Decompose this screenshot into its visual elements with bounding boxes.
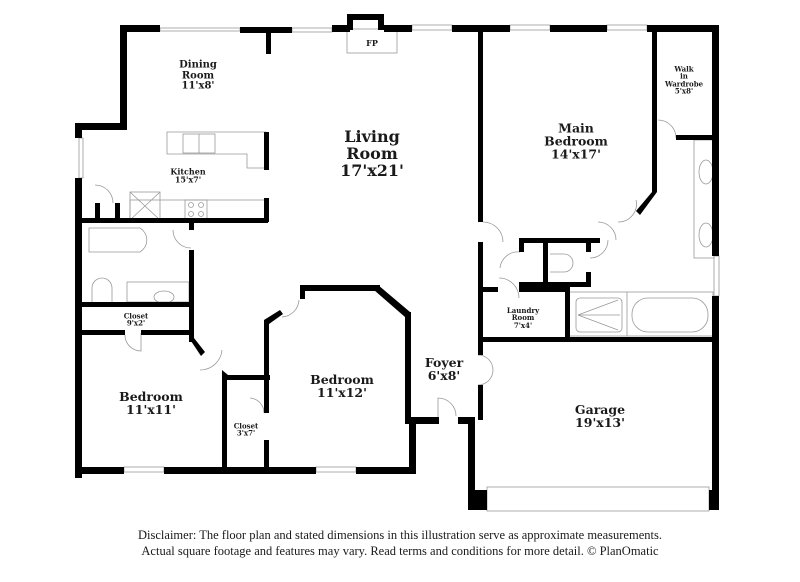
laundry-dims: 7'x4' (513, 320, 533, 330)
wardrobe-name-1: Walk (674, 64, 694, 74)
room-label-closet-hall: Closet 9'x2' (123, 311, 149, 328)
kitchen-name: Kitchen (170, 166, 206, 177)
dining-name-1: Dining (179, 59, 217, 71)
disclaimer-line-2: Actual square footage and features may v… (141, 544, 659, 558)
wardrobe-dims: 5'x8' (674, 86, 694, 96)
room-label-laundry: Laundry Room 7'x4' (507, 307, 539, 329)
garage-dims: 19'x13' (575, 415, 625, 430)
closet-hall-name: Closet (123, 311, 149, 321)
dining-name-2: Room (181, 69, 215, 81)
room-label-dining: Dining Room 11'x8' (179, 60, 217, 92)
laundry-name-1: Laundry (506, 305, 540, 315)
closet-small-name: Closet (233, 421, 259, 431)
room-label-living: Living Room 17'x21' (340, 126, 404, 180)
main-bedroom-name-1: Main (558, 120, 594, 136)
room-label-walk-in-wardrobe: Walk in Wardrobe 5'x8' (664, 64, 704, 96)
garage-name: Garage (574, 401, 626, 417)
room-label-kitchen: Kitchen 15'x7' (170, 166, 206, 185)
closet-hall-dims: 9'x2' (126, 319, 146, 328)
room-label-main-bedroom: Main Bedroom 14'x17' (544, 120, 608, 162)
bedroom-2-name: Bedroom (310, 371, 374, 387)
walls (75, 14, 719, 510)
room-label-bedroom-2: Bedroom 11'x12' (310, 373, 374, 399)
foyer-name: Foyer (424, 354, 464, 370)
bedroom-2-dims: 11'x12' (317, 385, 367, 400)
bedroom-1-dims: 11'x11' (126, 402, 176, 417)
living-name-1: Living (344, 126, 400, 146)
room-label-foyer: Foyer 6'x8' (425, 356, 463, 382)
closet-small-dims: 3'x7' (236, 429, 256, 438)
living-dims: 17'x21' (340, 160, 404, 180)
bedroom-1-name: Bedroom (119, 388, 183, 404)
laundry-name-2: Room (511, 313, 535, 323)
dining-dims: 11'x8' (181, 80, 215, 92)
room-label-garage: Garage 19'x13' (575, 403, 625, 429)
disclaimer: Disclaimer: The floor plan and stated di… (0, 527, 800, 559)
room-label-closet-small: Closet 3'x7' (233, 421, 259, 438)
disclaimer-line-1: Disclaimer: The floor plan and stated di… (138, 528, 662, 542)
living-name-2: Room (346, 143, 398, 163)
room-label-bedroom-1: Bedroom 11'x11' (119, 390, 183, 416)
kitchen-dims: 15'x7' (174, 175, 202, 185)
wardrobe-name-3: Wardrobe (664, 79, 704, 88)
wardrobe-name-2: in (680, 71, 688, 81)
main-bedroom-dims: 14'x17' (551, 146, 601, 162)
fixtures (78, 24, 720, 512)
main-bedroom-name-2: Bedroom (544, 133, 608, 149)
fireplace-label: FP (366, 37, 378, 48)
foyer-dims: 6'x8' (427, 368, 461, 383)
